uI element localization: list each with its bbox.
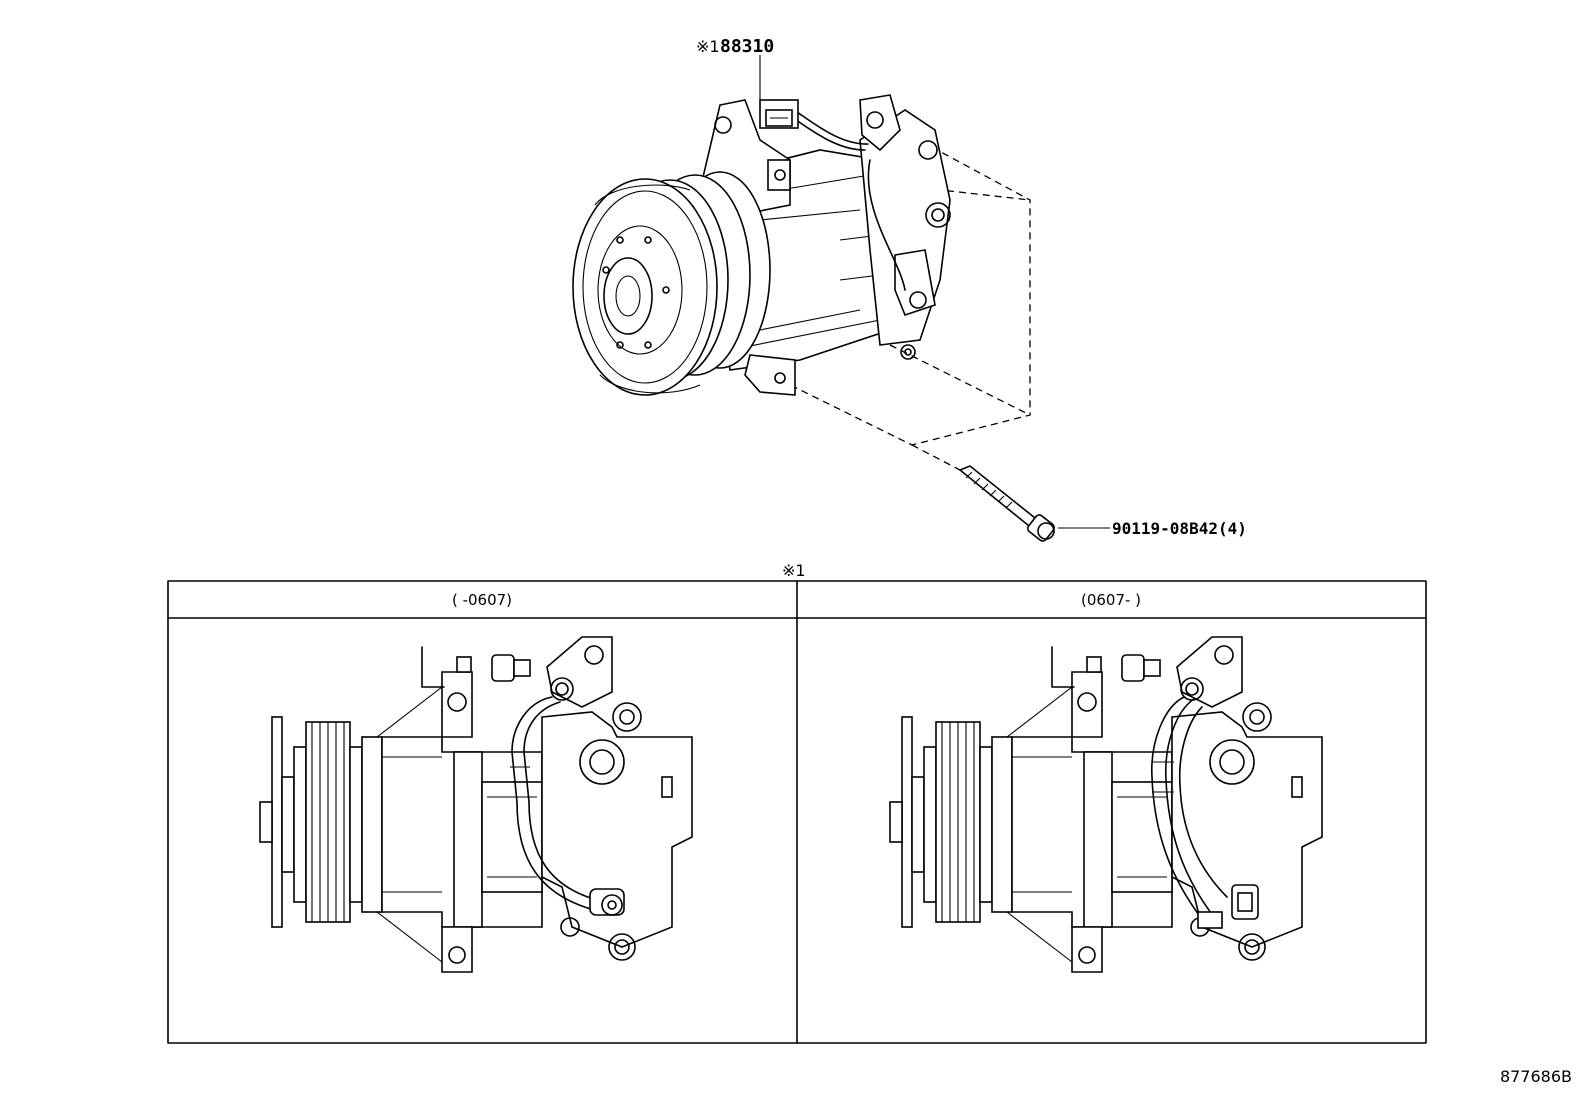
bolt-illustration [958,465,1056,542]
compressor-part-number[interactable]: 88310 [720,36,774,57]
left-header: ( -0607) [452,591,512,609]
detail-table [167,580,1427,1044]
compressor-note-marker: ※1 [696,37,720,56]
detail-left-compressor [259,636,693,973]
bolt-part-number[interactable]: 90119-08B42(4) [1112,519,1247,538]
detail-right-compressor [889,636,1323,973]
illustration-code: 877686B [1500,1067,1572,1086]
right-header: (0607- ) [1081,591,1141,609]
compressor-illustration [572,94,1031,471]
detail-note-marker: ※1 [782,561,806,580]
